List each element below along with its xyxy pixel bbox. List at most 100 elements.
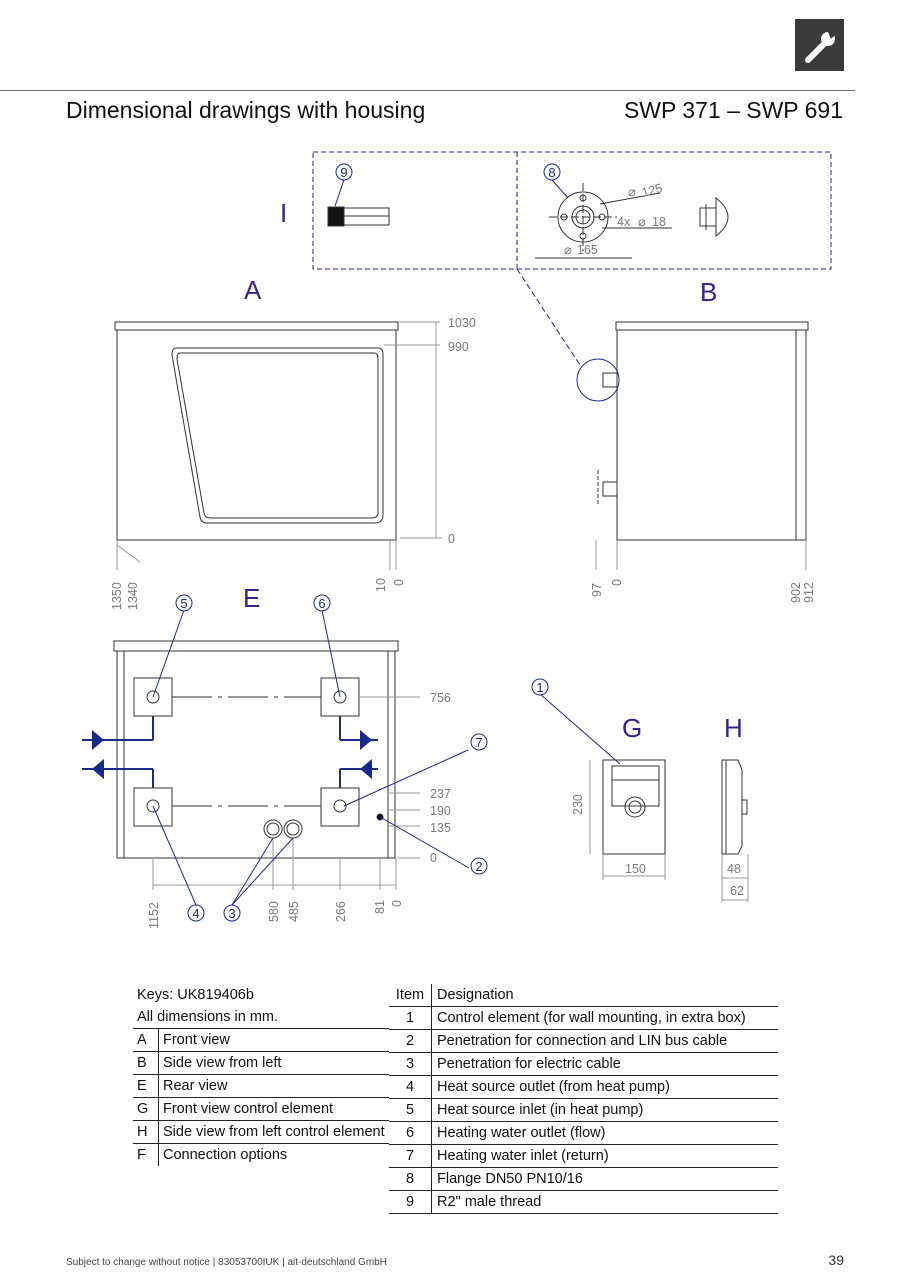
- dim-holes: 4x: [617, 215, 631, 229]
- item-designation: Penetration for electric cable: [431, 1052, 778, 1076]
- item-designation: Heating water outlet (flow): [431, 1121, 778, 1145]
- key-letter: B: [133, 1051, 159, 1075]
- callout-9: 9: [335, 163, 353, 181]
- svg-text:2: 2: [475, 859, 482, 874]
- model-range: SWP 371 – SWP 691: [623, 97, 843, 123]
- key-label: Front view control element: [158, 1097, 389, 1121]
- dim-1152: 1152: [147, 902, 161, 929]
- svg-text:⌀: ⌀: [628, 184, 636, 199]
- callout-2: 2: [470, 857, 488, 875]
- view-label-i: I: [280, 198, 287, 228]
- svg-text:8: 8: [548, 165, 555, 180]
- svg-text:7: 7: [475, 735, 482, 750]
- view-label-h: H: [724, 713, 743, 743]
- view-label-e: E: [243, 583, 260, 613]
- key-letter: G: [133, 1097, 159, 1121]
- svg-text:1: 1: [536, 680, 543, 695]
- view-label-b: B: [700, 277, 717, 307]
- dim-0-front-w: 0: [392, 579, 406, 586]
- key-letter: H: [133, 1120, 159, 1144]
- footer-text: Subject to change without notice | 83053…: [66, 1257, 387, 1268]
- dim-912: 912: [802, 582, 816, 603]
- callout-5: 5: [175, 594, 193, 612]
- callout-4: 4: [187, 904, 205, 922]
- item-number: 7: [389, 1144, 432, 1168]
- dim-266: 266: [334, 901, 348, 922]
- callout-6: 6: [313, 594, 331, 612]
- dim-580: 580: [267, 901, 281, 922]
- header-rule: [0, 90, 855, 91]
- dim-97: 97: [590, 583, 604, 597]
- callout-1: 1: [531, 678, 549, 696]
- dim-190: 190: [430, 804, 451, 818]
- item-number: 5: [389, 1098, 432, 1122]
- dim-62: 62: [730, 884, 744, 898]
- dim-237: 237: [430, 787, 451, 801]
- page-number: 39: [828, 1252, 844, 1268]
- item-designation: Heat source outlet (from heat pump): [431, 1075, 778, 1099]
- dim-d165: 165: [577, 243, 598, 257]
- detail-frame: [312, 151, 832, 270]
- item-designation: Control element (for wall mounting, in e…: [431, 1006, 778, 1030]
- item-number: 4: [389, 1075, 432, 1099]
- item-number: 9: [389, 1190, 432, 1214]
- item-number: 8: [389, 1167, 432, 1191]
- key-label: Side view from left: [158, 1051, 389, 1075]
- dim-10: 10: [374, 578, 388, 592]
- key-label: Connection options: [163, 1147, 288, 1163]
- dim-230: 230: [571, 794, 585, 815]
- dim-1030: 1030: [448, 316, 476, 330]
- dim-0-rear-w: 0: [390, 900, 404, 907]
- item-designation: Flange DN50 PN10/16: [431, 1167, 778, 1191]
- dim-0-rear: 0: [430, 851, 437, 865]
- item-header: Item: [389, 984, 432, 1007]
- item-number: 1: [389, 1006, 432, 1030]
- key-letter: A: [133, 1028, 159, 1052]
- wrench-icon: [795, 19, 844, 71]
- dim-990: 990: [448, 340, 469, 354]
- key-label: Rear view: [158, 1074, 389, 1098]
- svg-text:5: 5: [180, 596, 187, 611]
- dim-135: 135: [430, 821, 451, 835]
- dim-902: 902: [789, 582, 803, 603]
- svg-text:4: 4: [192, 906, 199, 921]
- svg-text:⌀: ⌀: [638, 214, 646, 229]
- dim-756: 756: [430, 691, 451, 705]
- callout-7: 7: [470, 733, 488, 751]
- key-label: Front view: [158, 1028, 389, 1052]
- dim-0-side: 0: [610, 579, 624, 586]
- dim-150: 150: [625, 862, 646, 876]
- svg-text:6: 6: [318, 596, 325, 611]
- dim-81: 81: [373, 900, 387, 914]
- item-number: 6: [389, 1121, 432, 1145]
- dim-1340: 1340: [126, 582, 140, 610]
- keys-note: All dimensions in mm.: [133, 1006, 389, 1029]
- svg-text:⌀: ⌀: [564, 242, 572, 257]
- view-label-g: G: [622, 713, 642, 743]
- item-number: 3: [389, 1052, 432, 1076]
- svg-text:3: 3: [228, 906, 235, 921]
- key-letter: F: [133, 1143, 159, 1166]
- designation-header: Designation: [431, 984, 778, 1007]
- dim-48: 48: [727, 862, 741, 876]
- view-label-a: A: [244, 275, 262, 305]
- dimensional-drawing: I A B E G H 9 8 5 6 1 7 2 4 3 125 ⌀ 4x ⌀…: [82, 151, 832, 929]
- key-letter: E: [133, 1074, 159, 1098]
- keys-title: Keys: UK819406b: [137, 987, 254, 1003]
- item-designation: R2" male thread: [431, 1190, 778, 1214]
- dim-485: 485: [287, 901, 301, 922]
- key-label: Side view from left control element: [158, 1120, 389, 1144]
- item-number: 2: [389, 1029, 432, 1053]
- dim-1350: 1350: [110, 582, 124, 610]
- svg-text:9: 9: [340, 165, 347, 180]
- callout-3: 3: [223, 904, 241, 922]
- item-designation: Heat source inlet (in heat pump): [431, 1098, 778, 1122]
- dim-d125: 125: [640, 181, 664, 200]
- page-title: Dimensional drawings with housing: [66, 97, 426, 123]
- callout-8: 8: [543, 163, 561, 181]
- dim-0-front: 0: [448, 532, 455, 546]
- item-designation: Heating water inlet (return): [431, 1144, 778, 1168]
- item-designation: Penetration for connection and LIN bus c…: [431, 1029, 778, 1053]
